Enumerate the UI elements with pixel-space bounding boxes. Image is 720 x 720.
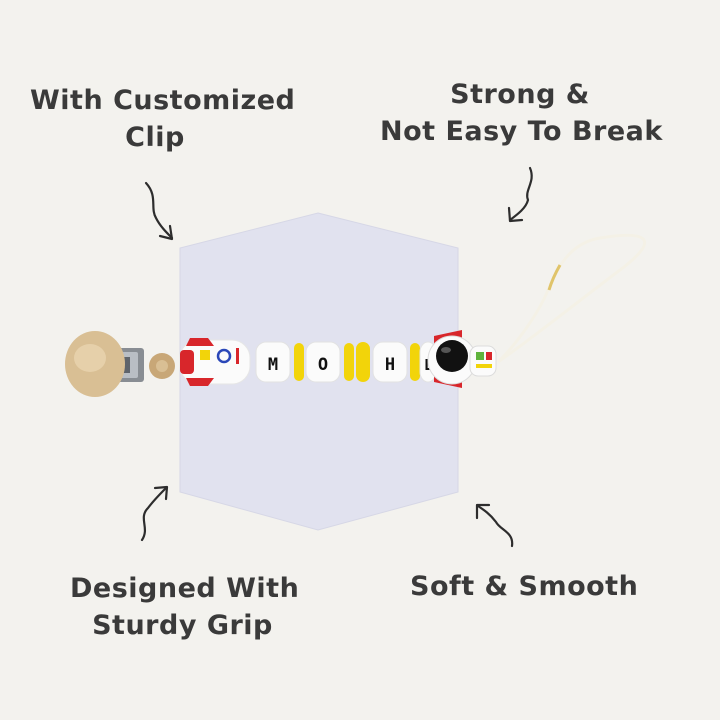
arrow-bottom-right-head-icon	[475, 503, 491, 520]
feature-line: With Customized	[30, 85, 296, 116]
arrow-bottom-right-icon	[476, 504, 514, 548]
wooden-clip	[65, 331, 175, 397]
feature-customized-clip: With Customized Clip	[30, 82, 296, 156]
feature-soft-smooth: Soft & Smooth	[410, 568, 639, 605]
rocket-bead-left	[179, 338, 251, 386]
feature-line: Sturdy Grip	[92, 610, 273, 641]
arrow-bottom-left-head-icon	[153, 485, 169, 501]
arrow-top-right-icon	[508, 166, 533, 222]
cord-loop	[497, 233, 646, 364]
arrow-bottom-left-icon	[140, 486, 168, 542]
astronaut-bead	[427, 330, 497, 388]
feature-sturdy-grip: Designed With Sturdy Grip	[70, 570, 300, 644]
feature-line: Strong &	[450, 79, 590, 110]
arrow-top-left-head-icon	[158, 224, 174, 241]
arrow-top-right-head-icon	[507, 206, 524, 223]
feature-line: Not Easy To Break	[380, 116, 663, 147]
bead-letter: M	[268, 355, 278, 375]
feature-strong: Strong & Not Easy To Break	[380, 76, 663, 150]
bead-letter: H	[385, 355, 395, 375]
bead-letter: O	[318, 355, 328, 375]
feature-line: Clip	[125, 122, 185, 153]
feature-line: Soft & Smooth	[410, 571, 639, 602]
feature-line: Designed With	[70, 573, 300, 604]
arrow-top-left-icon	[144, 181, 174, 240]
